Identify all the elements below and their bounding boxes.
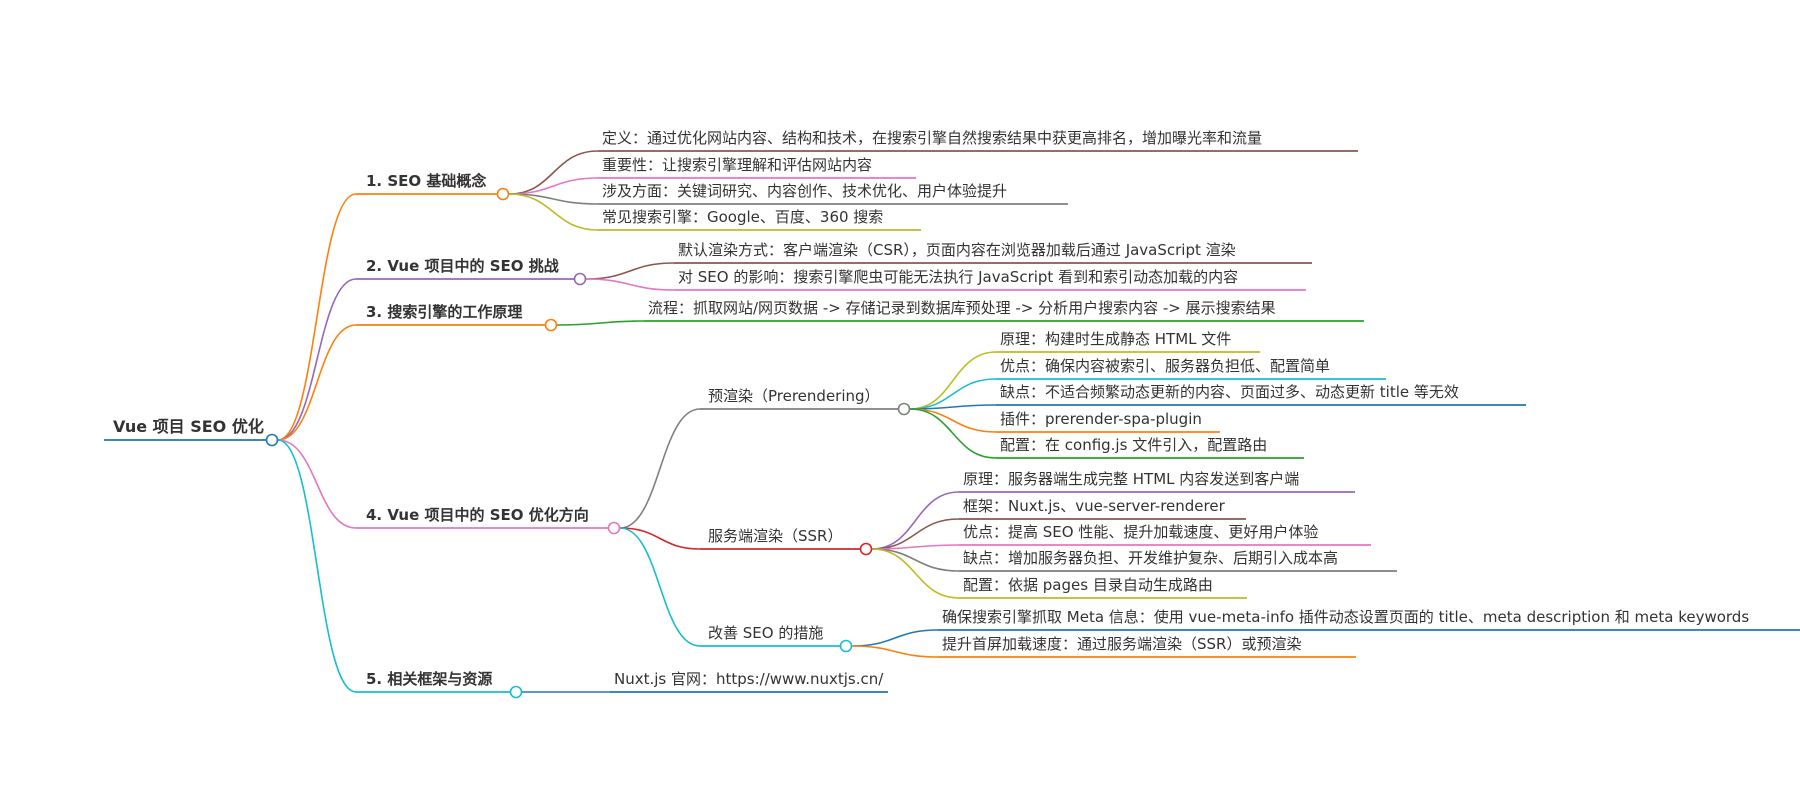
sub-node-1-leaf-label: 配置：在 config.js 文件引入，配置路由 [1000,436,1267,454]
collapse-toggle[interactable] [544,318,558,332]
collapse-toggle[interactable] [607,521,621,535]
sub-node-2-leaf-label: 框架：Nuxt.js、vue-server-renderer [963,497,1226,515]
branch-3-label: 3. 搜索引擎的工作原理 [366,303,522,321]
branch-connector [277,278,357,441]
sub-connector [619,408,701,529]
branch-connector [277,193,357,441]
branch-2-leaf-connector [585,262,675,280]
sub-node-3-leaf-connector [851,645,939,658]
sub-node-2-leaf-label: 缺点：增加服务器负担、开发维护复杂、后期引入成本高 [963,549,1338,567]
sub-node-2-leaf-connector [871,548,960,599]
sub-node-2-leaf-label: 配置：依据 pages 目录自动生成路由 [963,576,1213,594]
sub-connector [619,527,701,550]
branch-1-leaf-label: 涉及方面：关键词研究、内容创作、技术优化、用户体验提升 [602,182,1007,200]
branch-2-leaf-connector [585,278,675,291]
branch-3-leaf-connector [556,320,645,326]
sub-node-1-leaf-label: 优点：确保内容被索引、服务器负担低、配置简单 [1000,357,1330,375]
branch-connector [277,439,357,529]
collapse-toggle[interactable] [839,639,853,653]
sub-node-1-leaf-connector [909,408,997,433]
sub-node-3-leaf-label: 确保搜索引擎抓取 Meta 信息：使用 vue-meta-info 插件动态设置… [942,608,1749,626]
sub-connector [619,527,701,647]
collapse-toggle[interactable] [859,542,873,556]
sub-node-1-leaf-connector [909,408,997,459]
sub-node-2-leaf-connector [871,491,960,550]
sub-node-1-leaf-label: 插件：prerender-spa-plugin [1000,410,1202,428]
branch-1-label: 1. SEO 基础概念 [366,172,486,190]
sub-node-3-label: 改善 SEO 的措施 [708,624,823,642]
sub-node-3-leaf-label: 提升首屏加载速度：通过服务端渲染（SSR）或预渲染 [942,635,1301,653]
sub-node-1-leaf-label: 原理：构建时生成静态 HTML 文件 [1000,330,1231,348]
sub-node-2-leaf-label: 原理：服务器端生成完整 HTML 内容发送到客户端 [963,470,1299,488]
sub-node-1-leaf-label: 缺点：不适合频繁动态更新的内容、页面过多、动态更新 title 等无效 [1000,383,1459,401]
sub-node-3-leaf-connector [851,629,939,647]
sub-node-2-leaf-connector [871,548,960,572]
collapse-toggle[interactable] [573,272,587,286]
sub-node-1-leaf-connector [909,378,997,410]
branch-2-leaf-label: 对 SEO 的影响：搜索引擎爬虫可能无法执行 JavaScript 看到和索引动… [678,268,1238,286]
branch-1-leaf-connector [508,193,599,231]
root-node-label: Vue 项目 SEO 优化 [113,417,264,436]
branch-connector [277,324,357,441]
sub-node-2-leaf-connector [871,518,960,550]
sub-node-1-leaf-connector [909,351,997,410]
branch-4-label: 4. Vue 项目中的 SEO 优化方向 [366,506,589,524]
branch-2-leaf-label: 默认渲染方式：客户端渲染（CSR），页面内容在浏览器加载后通过 JavaScri… [678,241,1236,259]
sub-node-1-label: 预渲染（Prerendering） [708,387,880,405]
sub-node-2-label: 服务端渲染（SSR） [708,527,842,545]
sub-node-2-leaf-label: 优点：提高 SEO 性能、提升加载速度、更好用户体验 [963,523,1318,541]
collapse-toggle[interactable] [897,402,911,416]
branch-3-leaf-label: 流程：抓取网站/网页数据 -> 存储记录到数据库预处理 -> 分析用户搜索内容 … [648,299,1276,317]
branch-1-leaf-label: 重要性：让搜索引擎理解和评估网站内容 [602,156,872,174]
branch-1-leaf-connector [508,150,599,195]
branch-1-leaf-label: 常见搜索引擎：Google、百度、360 搜索 [602,208,883,226]
collapse-toggle[interactable] [265,433,279,447]
branch-2-label: 2. Vue 项目中的 SEO 挑战 [366,257,559,275]
branch-5-leaf-label: Nuxt.js 官网：https://www.nuxtjs.cn/ [614,670,884,688]
branch-5-label: 5. 相关框架与资源 [366,670,492,688]
collapse-toggle[interactable] [509,685,523,699]
branch-1-leaf-connector [508,177,599,195]
branch-connector [277,439,357,693]
branch-1-leaf-label: 定义：通过优化网站内容、结构和技术，在搜索引擎自然搜索结果中获更高排名，增加曝光… [602,129,1262,147]
collapse-toggle[interactable] [496,187,510,201]
